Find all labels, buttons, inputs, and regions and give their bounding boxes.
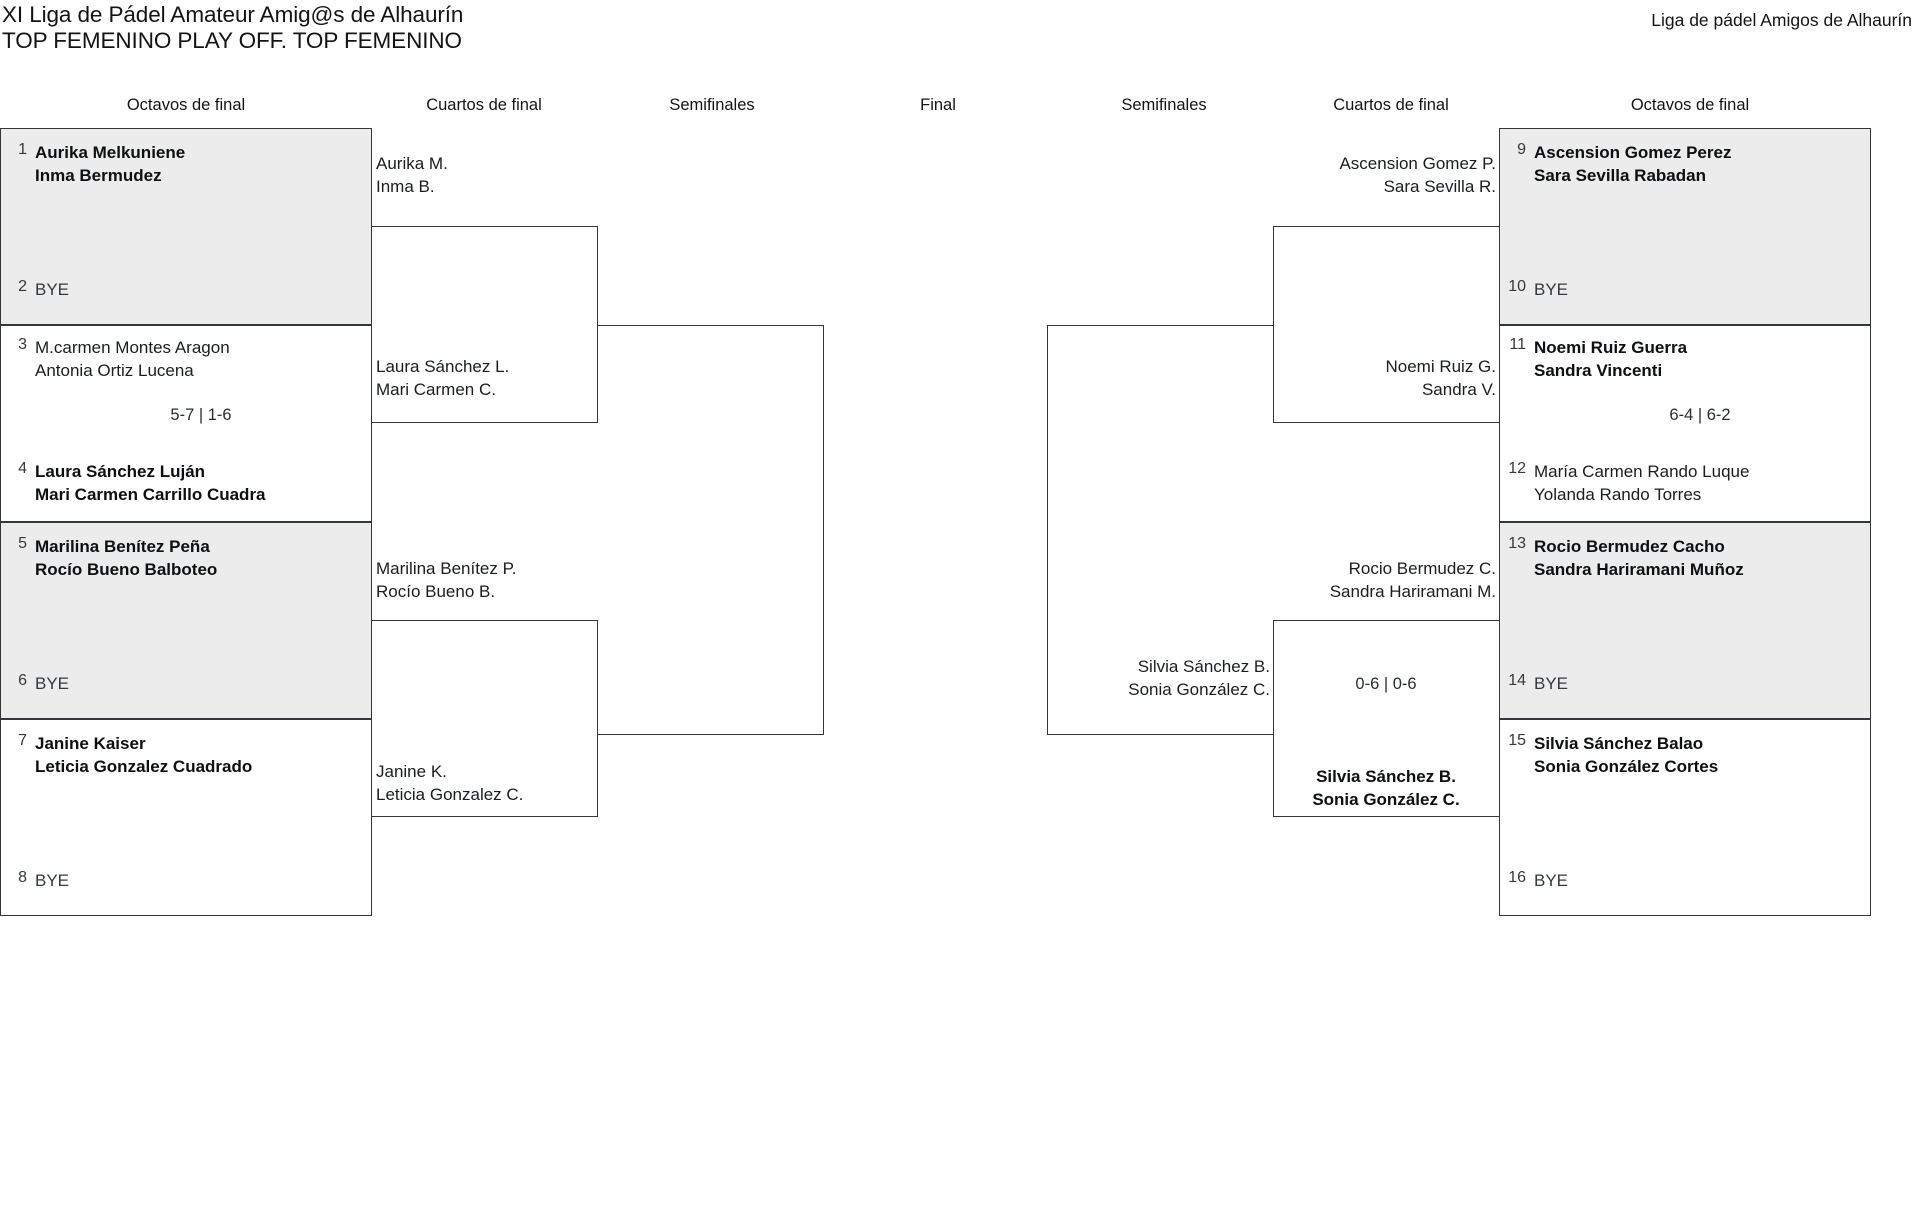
connector-left-sf-1 [598,325,824,735]
team-names: Marilina Benítez Peña Rocío Bueno Balbot… [35,537,218,579]
round-header-left-sf: Semifinales [669,96,755,114]
team-names: BYE [35,280,70,299]
seed-number: 10 [1508,278,1526,295]
team-names: Laura Sánchez Luján Mari Carmen Carrillo… [35,462,266,504]
qf-entry-left-2: Laura Sánchez L. Mari Carmen C. [376,357,510,399]
qf-entry-right-1: Ascension Gomez P. Sara Sevilla R. [1339,154,1496,196]
seed-number: 4 [18,460,27,477]
team-names: Silvia Sánchez Balao Sonia González Cort… [1534,734,1719,776]
seed-number: 7 [18,732,27,749]
qf-entry-right-3: Rocio Bermudez C. Sandra Hariramani M. [1329,559,1496,601]
slot-seed-6[interactable]: 6 BYE [1,672,371,695]
connector-left-qf-2 [372,620,598,817]
seed-number: 8 [18,869,27,886]
team-names: BYE [35,871,70,890]
team-names: BYE [35,674,70,693]
team-names: Janine Kaiser Leticia Gonzalez Cuadrado [35,734,253,776]
qf-winner-right-bottom: Silvia Sánchez B. Sonia González C. [1312,767,1460,809]
round-header-right-r16: Octavos de final [1630,96,1750,114]
qf-entry-right-2: Noemi Ruiz G. Sandra V. [1385,357,1496,399]
slot-seed-3[interactable]: 3 M.carmen Montes Aragon Antonia Ortiz L… [1,336,371,382]
match-right-r16-1[interactable]: 9 Ascension Gomez Perez Sara Sevilla Rab… [1499,128,1871,325]
connector-right-sf-1 [1047,325,1273,735]
tournament-title: XI Liga de Pádel Amateur Amig@s de Alhau… [2,2,463,54]
slot-seed-13[interactable]: 13 Rocio Bermudez Cacho Sandra Hariraman… [1500,535,1870,581]
match-left-r16-4[interactable]: 7 Janine Kaiser Leticia Gonzalez Cuadrad… [0,719,372,916]
match-right-r16-3[interactable]: 13 Rocio Bermudez Cacho Sandra Hariraman… [1499,522,1871,719]
seed-number: 13 [1508,535,1526,552]
slot-seed-14[interactable]: 14 BYE [1500,672,1870,695]
slot-seed-16[interactable]: 16 BYE [1500,869,1870,892]
seed-number: 16 [1508,869,1526,886]
slot-seed-7[interactable]: 7 Janine Kaiser Leticia Gonzalez Cuadrad… [1,732,371,778]
slot-seed-10[interactable]: 10 BYE [1500,278,1870,301]
seed-number: 5 [18,535,27,552]
qf-match-score-right-bottom: 0-6 | 0-6 [1355,675,1417,693]
round-header-right-sf: Semifinales [1121,96,1207,114]
qf-entry-left-1: Aurika M. Inma B. [376,154,448,196]
match-score: 6-4 | 6-2 [1669,406,1731,424]
seed-number: 9 [1517,141,1526,158]
slot-seed-8[interactable]: 8 BYE [1,869,371,892]
slot-seed-4[interactable]: 4 Laura Sánchez Luján Mari Carmen Carril… [1,460,371,506]
team-names: Rocio Bermudez Cacho Sandra Hariramani M… [1534,537,1744,579]
seed-number: 14 [1508,672,1526,689]
seed-number: 3 [18,336,27,353]
match-left-r16-3[interactable]: 5 Marilina Benítez Peña Rocío Bueno Balb… [0,522,372,719]
team-names: María Carmen Rando Luque Yolanda Rando T… [1534,462,1750,504]
seed-number: 2 [18,278,27,295]
slot-seed-12[interactable]: 12 María Carmen Rando Luque Yolanda Rand… [1500,460,1870,506]
qf-entry-left-4: Janine K. Leticia Gonzalez C. [376,762,524,804]
slot-seed-1[interactable]: 1 Aurika Melkuniene Inma Bermudez [1,141,371,187]
match-right-r16-2[interactable]: 11 Noemi Ruiz Guerra Sandra Vincenti 6-4… [1499,325,1871,522]
tournament-title-line1: XI Liga de Pádel Amateur Amig@s de Alhau… [2,2,464,27]
match-score: 5-7 | 1-6 [170,406,232,424]
match-left-r16-1[interactable]: 1 Aurika Melkuniene Inma Bermudez 2 BYE [0,128,372,325]
team-names: BYE [1534,674,1569,693]
page-header: XI Liga de Pádel Amateur Amig@s de Alhau… [0,0,1920,66]
team-names: BYE [1534,280,1569,299]
round-header-final: Final [920,96,956,114]
team-names: Noemi Ruiz Guerra Sandra Vincenti [1534,338,1688,380]
slot-seed-9[interactable]: 9 Ascension Gomez Perez Sara Sevilla Rab… [1500,141,1870,187]
connector-left-qf-1 [372,226,598,423]
seed-number: 15 [1508,732,1526,749]
slot-seed-2[interactable]: 2 BYE [1,278,371,301]
round-header-left-qf: Cuartos de final [426,96,542,114]
match-left-r16-2[interactable]: 3 M.carmen Montes Aragon Antonia Ortiz L… [0,325,372,522]
team-names: Aurika Melkuniene Inma Bermudez [35,143,186,185]
slot-seed-15[interactable]: 15 Silvia Sánchez Balao Sonia González C… [1500,732,1870,778]
team-names: BYE [1534,871,1569,890]
seed-number: 12 [1508,460,1526,477]
seed-number: 1 [18,141,27,158]
qf-entry-left-3: Marilina Benítez P. Rocío Bueno B. [376,559,517,601]
round-header-left-r16: Octavos de final [126,96,246,114]
match-right-r16-4[interactable]: 15 Silvia Sánchez Balao Sonia González C… [1499,719,1871,916]
team-names: M.carmen Montes Aragon Antonia Ortiz Luc… [35,338,230,380]
sf-entry-right-1: Silvia Sánchez B. Sonia González C. [1128,657,1270,699]
seed-number: 11 [1509,336,1526,353]
connector-right-qf-2 [1273,620,1499,817]
slot-seed-5[interactable]: 5 Marilina Benítez Peña Rocío Bueno Balb… [1,535,371,581]
tournament-title-line2: TOP FEMENINO PLAY OFF. TOP FEMENINO [2,28,462,53]
connector-right-qf-1 [1273,226,1499,423]
seed-number: 6 [18,672,27,689]
slot-seed-11[interactable]: 11 Noemi Ruiz Guerra Sandra Vincenti [1500,336,1870,382]
league-label: Liga de pádel Amigos de Alhaurín [1651,10,1912,30]
round-header-right-qf: Cuartos de final [1333,96,1449,114]
team-names: Ascension Gomez Perez Sara Sevilla Rabad… [1534,143,1732,185]
